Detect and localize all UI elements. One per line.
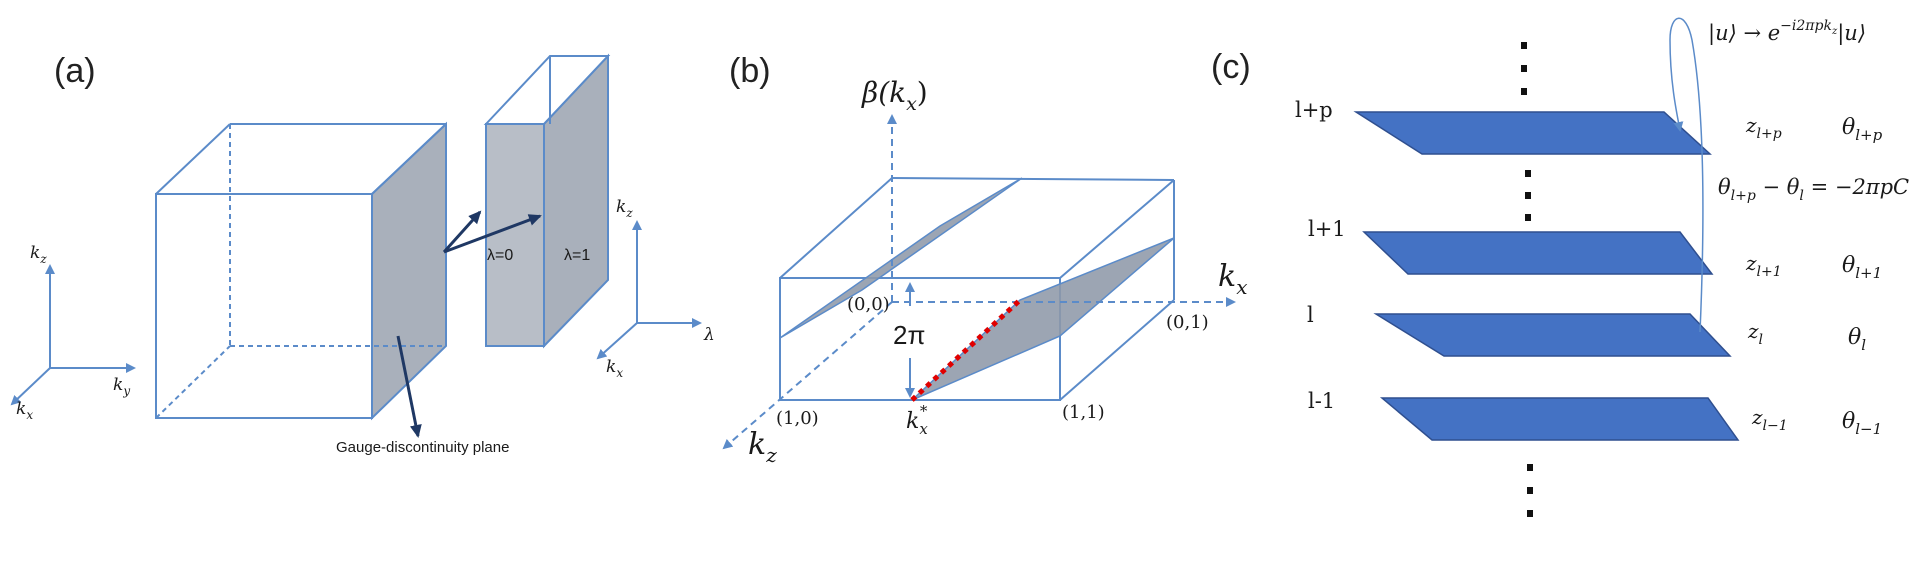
slab-top-face xyxy=(483,55,611,125)
cube-front-face xyxy=(155,193,373,419)
mapping-arrows xyxy=(396,210,542,438)
axis-kx-a-label: kx xyxy=(16,399,33,422)
arrow-to-lambda1 xyxy=(443,214,542,254)
dot-bot-1 xyxy=(1527,464,1533,471)
corner-01: (0,1) xyxy=(1166,312,1209,333)
gauge-loop-arrow xyxy=(1669,17,1704,333)
dot-top-2 xyxy=(1521,65,1527,72)
gauge-plane-caption: Gauge-discontinuity plane xyxy=(336,439,509,456)
two-pi-label: 2π xyxy=(893,320,925,350)
corner-10: (1,0) xyxy=(776,408,819,429)
ellipsis-dots xyxy=(1521,42,1533,517)
beta-plane-upper xyxy=(779,177,1023,339)
box-b-top-left xyxy=(779,177,893,279)
z-label-l-minus-1: zl−1 xyxy=(1751,405,1788,434)
box-b-bottom-right xyxy=(1059,299,1175,401)
axis2-kx-label: kx xyxy=(606,357,623,380)
layer-l-minus-1 xyxy=(1379,397,1740,441)
layer-l xyxy=(1373,313,1732,357)
theta-label-l-plus-1: θl+1 xyxy=(1842,253,1882,282)
arrow-to-plane-caption xyxy=(396,335,422,438)
panel-b-label: (b) xyxy=(729,52,771,90)
box-b xyxy=(779,177,1175,401)
panel-c-label: (c) xyxy=(1211,48,1251,86)
dot-mid-1 xyxy=(1525,170,1531,177)
theta-label-l: θl xyxy=(1848,325,1866,354)
kx-star-label: kx* xyxy=(906,402,928,438)
axis-kz-a-label: kz xyxy=(30,243,47,266)
axis2-kz-label: kz xyxy=(616,197,633,220)
arrow-to-lambda0 xyxy=(442,210,482,254)
cube-top-edge-left xyxy=(155,123,231,195)
axis-ky-a-label: ky xyxy=(113,375,130,398)
lambda0-label: λ=0 xyxy=(487,247,513,264)
panel-a: (a) kz ky kx λ=0 λ=1 xyxy=(10,52,715,456)
dot-bot-2 xyxy=(1527,487,1533,494)
gauge-transform-label: |u⟩ → e−i2πpkz|u⟩ xyxy=(1708,18,1866,46)
kx-axis-label-b: kx xyxy=(1218,259,1247,299)
theta-label-l-plus-p: θl+p xyxy=(1842,115,1883,144)
layer-l-plus-1 xyxy=(1362,231,1714,275)
axis2-kx xyxy=(596,322,638,360)
corner-11: (1,1) xyxy=(1062,402,1105,423)
beta-plane-lower xyxy=(911,237,1175,401)
cube-top-edge-right xyxy=(371,123,447,195)
cube-shaded-face xyxy=(371,121,447,421)
z-label-l-plus-1: zl+1 xyxy=(1745,251,1782,280)
box-b-top-right xyxy=(1059,179,1175,279)
dot-top-3 xyxy=(1521,88,1527,95)
layer-name-l-plus-p: l+p xyxy=(1295,98,1333,122)
cube-hidden-diagonal xyxy=(155,345,231,419)
corner-00: (0,0) xyxy=(847,294,890,315)
layer-name-l-plus-1: l+1 xyxy=(1308,217,1346,241)
panel-c: (c) l+p l+1 l l-1 zl+p zl+1 xyxy=(1211,17,1909,517)
dot-mid-3 xyxy=(1525,214,1531,221)
beta-axis-label: β(kx) xyxy=(861,76,928,115)
axes-a-left xyxy=(10,264,136,406)
lambda-slab xyxy=(483,53,611,349)
axes-b xyxy=(722,114,1236,450)
box-b-top-back xyxy=(891,177,1175,181)
axis-kx-a xyxy=(10,367,51,406)
brillouin-zone-cube xyxy=(155,121,447,421)
panel-a-label: (a) xyxy=(54,52,96,90)
layers xyxy=(1353,111,1740,441)
discontinuity-line xyxy=(910,298,1022,402)
axis-kz-b xyxy=(722,301,893,450)
slab-left-face xyxy=(485,123,545,347)
dot-bot-3 xyxy=(1527,510,1533,517)
theta-relation: θl+p − θl = −2πpC xyxy=(1718,175,1909,204)
theta-label-l-minus-1: θl−1 xyxy=(1842,409,1882,438)
lambda1-label: λ=1 xyxy=(564,247,590,264)
axes-a-right xyxy=(596,220,702,360)
dot-mid-2 xyxy=(1525,192,1531,199)
panel-b: (b) 2π β(kx) kx kz (0, xyxy=(722,52,1247,467)
layer-l-plus-p xyxy=(1353,111,1712,155)
slab-right-face xyxy=(543,53,609,349)
layer-name-l-minus-1: l-1 xyxy=(1308,389,1335,413)
layer-name-l: l xyxy=(1307,303,1314,327)
z-label-l-plus-p: zl+p xyxy=(1745,113,1782,142)
dot-top-1 xyxy=(1521,42,1527,49)
z-label-l: zl xyxy=(1747,319,1763,348)
kz-axis-label-b: kz xyxy=(748,427,777,467)
box-b-front xyxy=(779,277,1061,401)
axis2-lambda-label: λ xyxy=(703,325,715,345)
